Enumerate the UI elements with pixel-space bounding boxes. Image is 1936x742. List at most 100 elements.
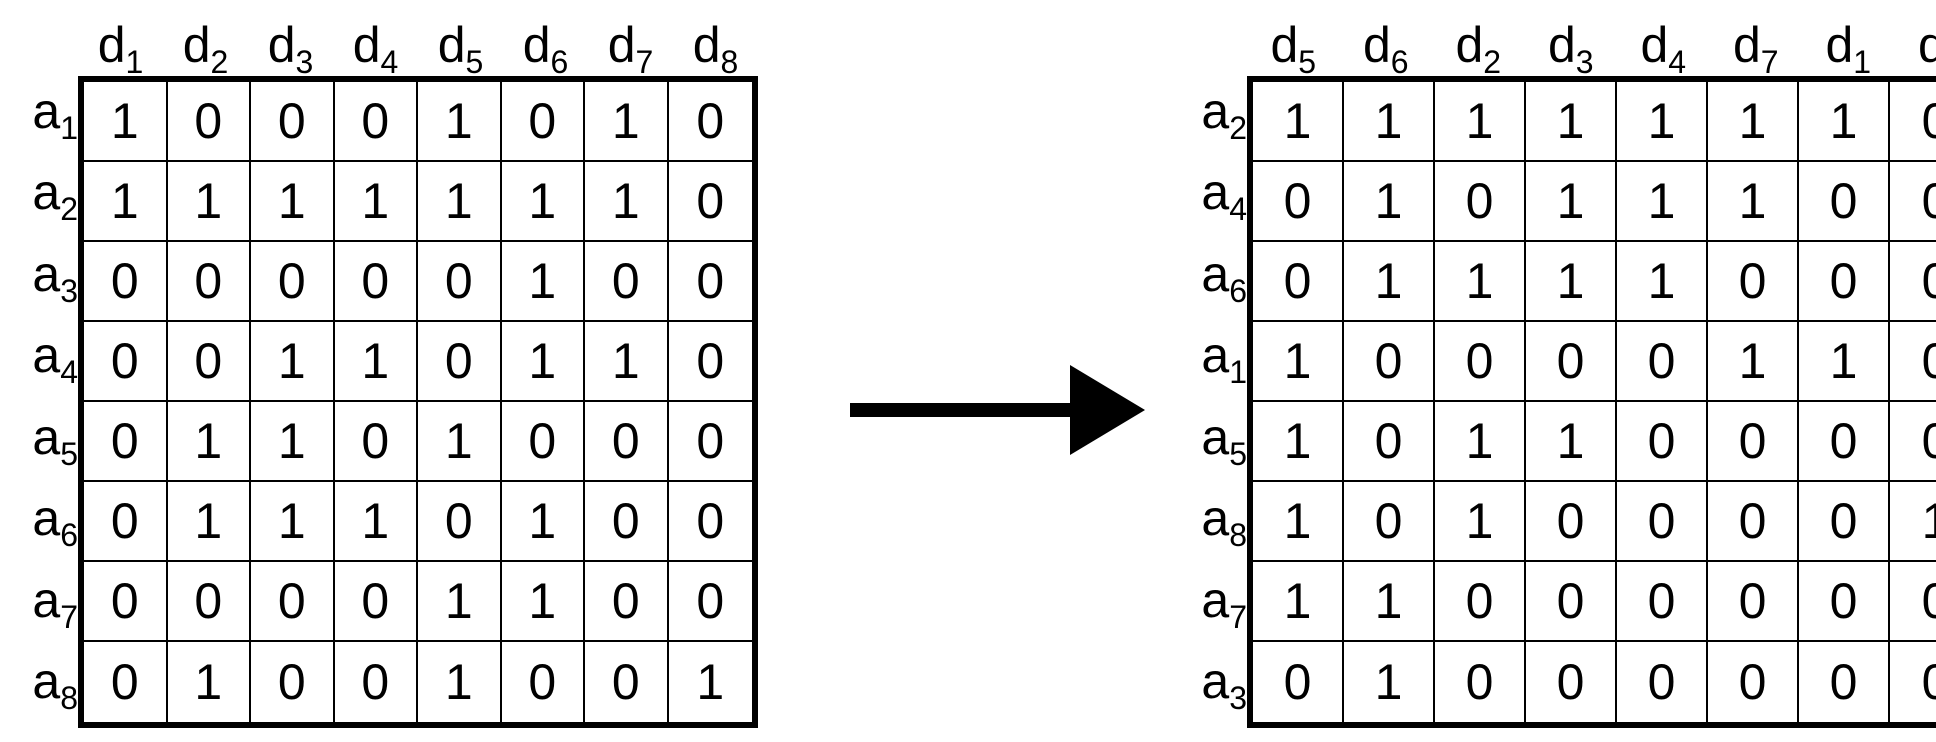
column-label-subscript: 5 [465,44,484,81]
matrix-cell: 0 [1526,562,1617,642]
matrix-cell: 1 [1435,242,1526,322]
matrix-cell: 0 [585,482,669,562]
matrix-cell: 1 [1253,82,1344,162]
column-label-subscript: 1 [1853,44,1872,81]
matrix-cell: 0 [668,402,752,482]
matrix-cell: 1 [585,162,669,242]
matrix-cell: 0 [668,322,752,402]
row-header: a6 [32,490,78,572]
row-label-letter: a [1201,82,1230,139]
column-label-subscript: 7 [635,44,654,81]
column-label-letter: d [1640,17,1669,73]
matrix-cell: 0 [251,242,335,322]
matrix-cell: 1 [1708,322,1799,402]
matrix-cell: 0 [334,562,418,642]
column-header: d6 [1340,10,1433,97]
column-label: d7 [608,17,654,80]
matrix-cell: 1 [1799,82,1890,162]
matrix-cell: 0 [1799,242,1890,322]
column-header: d8 [1895,10,1936,97]
matrix-cell: 1 [1435,402,1526,482]
matrix-cell: 0 [251,562,335,642]
matrix-cell: 0 [335,642,418,722]
matrix-cell: 1 [84,162,168,242]
row-header: a4 [1201,164,1247,246]
row-label: a8 [32,653,78,716]
matrix-cell: 0 [1799,562,1890,642]
matrix-cell: 0 [668,562,752,642]
matrix-cell: 1 [1799,322,1890,402]
matrix-cell: 0 [84,642,168,722]
matrix-cell: 0 [1890,322,1936,402]
column-header: d3 [248,10,333,97]
row-label: a1 [1201,327,1247,390]
matrix-cell: 1 [1526,402,1617,482]
column-label-letter: d [1270,17,1299,73]
matrix-cell: 0 [334,402,418,482]
row-label: a8 [1201,490,1247,553]
column-label-subscript: 3 [1575,44,1594,81]
row-label-letter: a [1201,490,1230,547]
right-arrow-icon [850,365,1145,455]
row-label: a3 [32,246,78,309]
matrix-cell: 1 [418,82,502,162]
row-label: a2 [32,164,78,227]
column-label-letter: d [437,17,466,73]
row-header: a6 [1201,246,1247,328]
row-label-letter: a [1201,653,1230,710]
row-label: a2 [1201,82,1247,146]
matrix-cell: 1 [251,482,335,562]
matrix-cell: 0 [418,482,502,562]
column-header: d2 [1432,10,1525,97]
row-label-subscript: 8 [1229,517,1247,554]
matrix-cell: 0 [1890,162,1936,242]
matrix-cell: 1 [334,322,418,402]
matrix-cell: 0 [1526,482,1617,562]
row-label: a4 [32,327,78,390]
matrix-cell: 0 [1526,642,1617,722]
matrix-cell: 0 [668,482,752,562]
matrix-cell: 0 [1708,562,1799,642]
matrix-cell: 0 [1799,162,1890,242]
row-label: a7 [32,572,78,635]
column-label: d6 [523,17,569,80]
matrix-cell: 0 [167,322,251,402]
matrix-cell: 1 [1890,482,1936,562]
matrix-cell: 0 [418,322,502,402]
column-label-subscript: 2 [1483,44,1502,81]
column-label-letter: d [267,17,296,73]
row-label-subscript: 7 [60,598,78,635]
matrix-cell: 1 [1435,82,1526,162]
matrix-cell: 0 [84,322,168,402]
matrix-cell: 1 [501,482,585,562]
matrix-cell: 0 [1435,162,1526,242]
row-label-subscript: 4 [1229,191,1247,228]
column-label-subscript: 5 [1298,44,1317,81]
matrix-cell: 1 [1344,82,1435,162]
matrix-cell: 1 [168,642,251,722]
row-label-letter: a [1201,408,1230,465]
matrix-cell: 0 [251,642,335,722]
column-label-letter: d [182,17,211,73]
matrix-cell: 0 [1253,642,1344,722]
matrix-cell: 1 [585,82,669,162]
row-label: a1 [32,83,78,146]
column-label: d5 [437,17,484,80]
column-header: d8 [673,10,758,97]
column-header: d2 [163,10,248,97]
column-header: d4 [1617,10,1710,97]
matrix-cell: 1 [1526,162,1617,242]
row-label: a4 [1201,164,1247,227]
row-label-letter: a [1201,245,1230,302]
matrix-cell: 0 [1617,402,1708,482]
column-label-subscript: 3 [295,44,314,81]
matrix-cell: 0 [167,562,251,642]
row-label-subscript: 1 [60,109,78,146]
matrix-cell: 0 [585,562,669,642]
matrix-cell: 0 [1708,642,1799,722]
column-label: d2 [1455,17,1501,80]
matrix-cell: 0 [1435,322,1526,402]
matrix-cell: 0 [334,82,418,162]
row-label-subscript: 4 [60,354,78,391]
matrix-cell: 0 [1344,402,1435,482]
